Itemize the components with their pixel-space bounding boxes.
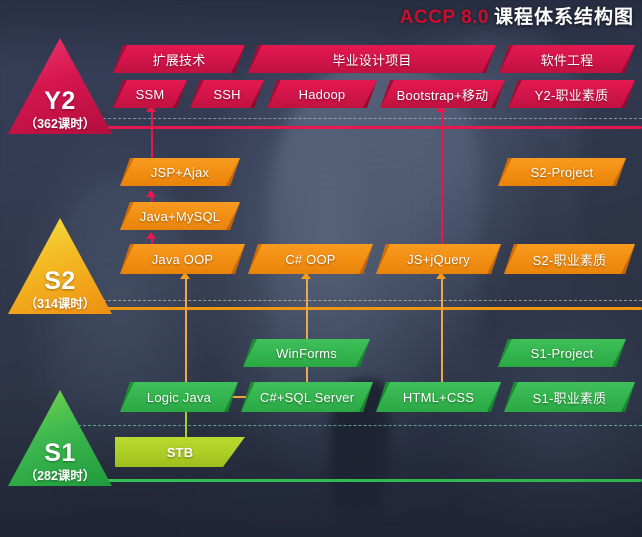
block-label: Java+MySQL — [139, 208, 221, 224]
divider-dashed-s1 — [68, 425, 642, 426]
level-name-y2: Y2 — [44, 86, 76, 115]
connector-line-jsp-to-ssm — [151, 110, 153, 172]
divider-solid-s2 — [68, 307, 642, 310]
block-label: SSM — [135, 86, 165, 102]
block-s1-stb[interactable]: STB — [115, 437, 245, 467]
block-label: Hadoop — [298, 86, 346, 102]
connector-line-htmlcss-to-jsjquery — [441, 277, 443, 383]
connector-line-logicjava-to-csharpsql — [228, 396, 252, 398]
block-label: 软件工程 — [540, 52, 594, 68]
divider-dashed-s2 — [68, 300, 642, 301]
divider-dashed-y2 — [68, 118, 642, 119]
title-brand: ACCP 8.0 — [399, 7, 489, 28]
block-label: JS+jQuery — [407, 251, 470, 267]
block-y2-hadoop[interactable]: Hadoop — [267, 80, 377, 108]
block-s2-csharp-oop[interactable]: C# OOP — [248, 244, 373, 274]
block-label: S2-Project — [530, 164, 594, 180]
block-y2-ssh[interactable]: SSH — [190, 80, 264, 108]
block-s1-csharp-sql-server[interactable]: C#+SQL Server — [241, 382, 373, 412]
connector-arrow-csharpoop — [301, 272, 311, 279]
connector-arrow-javaoop — [180, 272, 190, 279]
block-label: Java OOP — [151, 251, 214, 267]
level-hours-y2: （362课时） — [24, 116, 96, 131]
level-name-s1: S1 — [44, 438, 76, 467]
block-s1-career-quality[interactable]: S1-职业素质 — [504, 382, 635, 412]
level-name-s2: S2 — [44, 266, 76, 295]
block-label: HTML+CSS — [402, 389, 475, 405]
block-label: SSH — [213, 86, 241, 102]
block-y2-extended-tech[interactable]: 扩展技术 — [113, 45, 245, 73]
block-label: C#+SQL Server — [259, 389, 355, 405]
connector-arrow-bootstrap — [436, 105, 446, 112]
title-text: 课程体系结构图 — [493, 7, 634, 28]
block-s2-jsp-ajax[interactable]: JSP+Ajax — [120, 158, 240, 186]
block-y2-bootstrap-mobile[interactable]: Bootstrap+移动 — [380, 80, 505, 108]
block-y2-graduation-project[interactable]: 毕业设计项目 — [248, 45, 496, 73]
connector-arrow-jspajax — [146, 190, 156, 197]
block-s2-js-jquery[interactable]: JS+jQuery — [376, 244, 501, 274]
block-label: Logic Java — [146, 389, 212, 405]
block-label: 毕业设计项目 — [332, 52, 412, 68]
connector-line-logicjava-to-javaoop — [185, 277, 187, 383]
block-label: S2-职业素质 — [532, 252, 607, 268]
block-s1-project[interactable]: S1-Project — [498, 339, 626, 367]
connector-line-stb-to-logicjava — [185, 408, 187, 446]
connector-arrow-ssm — [146, 105, 156, 112]
block-y2-software-engineering[interactable]: 软件工程 — [499, 45, 635, 73]
block-s2-java-mysql[interactable]: Java+MySQL — [120, 202, 240, 230]
block-s2-career-quality[interactable]: S2-职业素质 — [504, 244, 635, 274]
block-s2-java-oop[interactable]: Java OOP — [120, 244, 245, 274]
block-s2-project[interactable]: S2-Project — [498, 158, 626, 186]
block-label: Y2-职业素质 — [534, 87, 609, 103]
block-label: JSP+Ajax — [150, 164, 210, 180]
connector-line-jquery-to-bootstrap — [441, 110, 443, 258]
block-y2-career-quality[interactable]: Y2-职业素质 — [508, 80, 635, 108]
block-label: S1-职业素质 — [532, 390, 607, 406]
page-title: ACCP 8.0 课程体系结构图 — [400, 2, 634, 29]
block-label: 扩展技术 — [152, 52, 206, 68]
connector-line-htmlcss-to-winforms — [306, 366, 308, 384]
block-y2-ssm[interactable]: SSM — [113, 80, 187, 108]
block-s1-winforms[interactable]: WinForms — [243, 339, 370, 367]
block-label: STB — [166, 444, 194, 460]
block-label: Bootstrap+移动 — [396, 87, 489, 103]
block-label: WinForms — [276, 345, 337, 361]
block-s1-logic-java[interactable]: Logic Java — [120, 382, 238, 412]
connector-arrow-jsjquery — [436, 272, 446, 279]
block-label: C# OOP — [285, 251, 336, 267]
connector-arrow-javamysql — [146, 232, 156, 239]
block-s1-html-css[interactable]: HTML+CSS — [376, 382, 501, 412]
divider-solid-y2 — [68, 126, 642, 129]
level-hours-s1: （282课时） — [24, 468, 96, 483]
level-hours-s2: （314课时） — [24, 296, 96, 311]
block-label: S1-Project — [530, 345, 594, 361]
divider-solid-s1 — [68, 479, 642, 482]
connector-line-winforms-to-csharpoop — [306, 277, 308, 343]
